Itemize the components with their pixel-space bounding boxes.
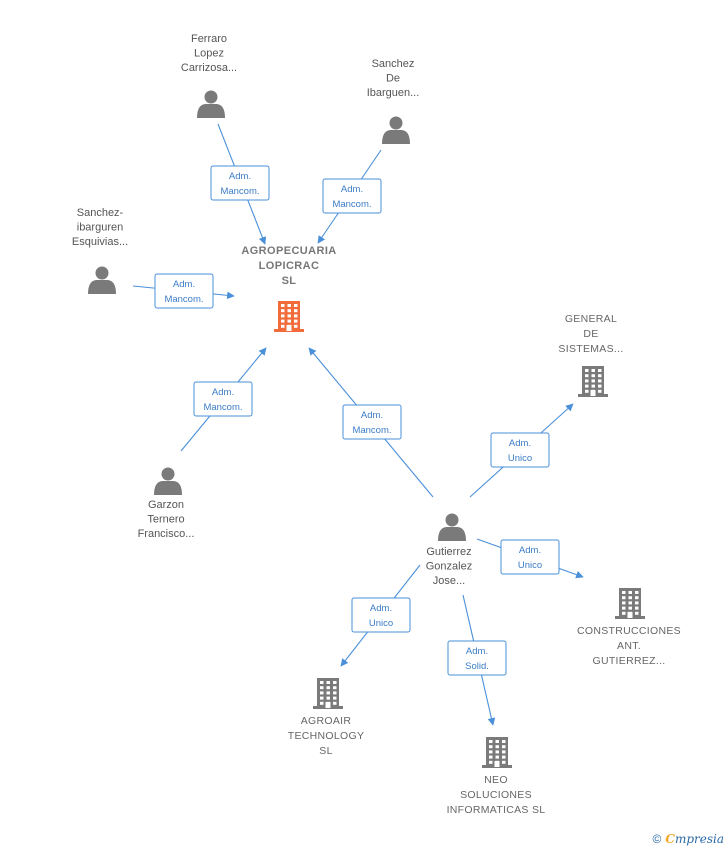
node-gutierrez[interactable]: GutierrezGonzalezJose... [426, 513, 472, 588]
node-label: Esquivias... [72, 236, 128, 248]
node-ferraro[interactable]: FerraroLopezCarrizosa... [181, 33, 237, 118]
person-icon[interactable] [154, 467, 182, 496]
building-icon[interactable] [578, 366, 608, 397]
edge-role-text: Mancom. [352, 425, 391, 436]
node-label: LOPICRAC [259, 260, 320, 272]
node-label: Lopez [194, 48, 224, 60]
node-label: Carrizosa... [181, 62, 237, 74]
edge-ferraro-to-agropecuaria[interactable]: Adm. Mancom. [210, 123, 270, 245]
nodes-layer: AGROPECUARIA LOPICRAC SL FerraroLopezCarriz… [72, 33, 681, 816]
node-label: DE [583, 328, 598, 340]
edge-gutierrez-to-neo[interactable]: Adm. Solid. [447, 594, 507, 726]
node-label: Ferraro [191, 33, 227, 45]
node-label: SL [282, 275, 297, 287]
person-icon[interactable] [382, 116, 410, 145]
edge-role-text: Adm. [212, 387, 234, 398]
node-label: Francisco... [138, 528, 195, 540]
node-label: SOLUCIONES [460, 789, 532, 801]
node-label: CONSTRUCCIONES [577, 625, 681, 637]
edge-role-label: Adm. Unico [500, 539, 560, 575]
node-label: Gutierrez [426, 546, 471, 558]
node-label: Gonzalez [426, 561, 472, 573]
node-label: Sanchez [372, 58, 415, 70]
node-label: TECHNOLOGY [288, 730, 365, 742]
node-neo[interactable]: NEO SOLUCIONES INFORMATICAS SL [447, 737, 546, 816]
node-label: De [386, 73, 400, 85]
node-garzon[interactable]: GarzonTerneroFrancisco... [138, 467, 195, 541]
edge-role-text: Solid. [465, 661, 489, 672]
person-icon[interactable] [197, 90, 225, 119]
node-label: GUTIERREZ... [592, 655, 665, 667]
edge-role-label: Adm. Solid. [447, 640, 507, 676]
node-agropecuaria[interactable]: AGROPECUARIA LOPICRAC SL [241, 245, 336, 332]
edge-role-text: Unico [369, 618, 393, 629]
edge-garzon-to-agropecuaria[interactable]: Adm. Mancom. [180, 347, 267, 452]
node-label: Garzon [148, 499, 184, 511]
brand-logo[interactable]: Cmpresia [665, 832, 724, 846]
node-construcciones[interactable]: CONSTRUCCIONES ANT. GUTIERREZ... [577, 588, 681, 667]
node-label: Jose... [433, 575, 465, 587]
edge-gutierrez-to-construcciones[interactable]: Adm. Unico [476, 538, 584, 579]
edges-layer: Adm. Mancom. Adm. Mancom. Adm. Mancom. Adm. Man… [132, 123, 584, 726]
edge-role-label: Adm. Mancom. [322, 178, 382, 214]
building-icon[interactable] [274, 301, 304, 332]
node-label: AGROPECUARIA [241, 245, 336, 257]
edge-role-text: Adm. [466, 646, 488, 657]
edge-role-text: Adm. [509, 438, 531, 449]
node-label: GENERAL [565, 313, 617, 325]
edge-role-label: Adm. Mancom. [342, 404, 402, 440]
node-label: Ternero [147, 514, 184, 526]
edge-role-text: Adm. [229, 171, 251, 182]
node-sanchez-ibarguren[interactable]: Sanchez-ibargurenEsquivias... [72, 207, 128, 294]
edge-role-label: Adm. Unico [351, 597, 411, 633]
person-icon[interactable] [438, 513, 466, 542]
edge-role-label: Adm. Mancom. [193, 381, 253, 417]
edge-role-text: Mancom. [164, 294, 203, 305]
edge-sanchez-ibarguren-to-agropecuaria[interactable]: Adm. Mancom. [132, 273, 235, 309]
brand-footer: ©Cmpresia [653, 832, 724, 846]
node-sanchez-de[interactable]: SanchezDeIbarguen... [367, 58, 420, 144]
node-label: Ibarguen... [367, 87, 420, 99]
node-label: Sanchez- [77, 207, 124, 219]
edge-role-label: Adm. Unico [490, 432, 550, 468]
building-icon[interactable] [482, 737, 512, 768]
edge-role-text: Adm. [361, 410, 383, 421]
building-icon[interactable] [313, 678, 343, 709]
edge-gutierrez-to-agropecuaria[interactable]: Adm. Mancom. [308, 347, 434, 498]
edge-role-label: Adm. Mancom. [210, 165, 270, 201]
node-general[interactable]: GENERAL DE SISTEMAS... [558, 313, 623, 397]
edge-gutierrez-to-agroair[interactable]: Adm. Unico [340, 564, 421, 667]
copyright-symbol: © [652, 832, 662, 846]
person-icon[interactable] [88, 266, 116, 295]
edge-role-text: Unico [508, 453, 532, 464]
edge-role-text: Unico [518, 560, 542, 571]
edge-role-text: Adm. [370, 603, 392, 614]
edge-gutierrez-to-general[interactable]: Adm. Unico [469, 403, 574, 498]
edge-role-text: Adm. [173, 279, 195, 290]
node-label: INFORMATICAS SL [447, 804, 546, 816]
edge-role-text: Mancom. [203, 402, 242, 413]
building-icon[interactable] [615, 588, 645, 619]
edge-role-text: Mancom. [220, 186, 259, 197]
node-label: SISTEMAS... [558, 343, 623, 355]
edge-role-label: Adm. Mancom. [154, 273, 214, 309]
edge-role-text: Adm. [341, 184, 363, 195]
node-label: SL [319, 745, 332, 757]
edge-role-text: Adm. [519, 545, 541, 556]
node-label: ANT. [617, 640, 641, 652]
node-label: ibarguren [77, 222, 123, 234]
edge-role-text: Mancom. [332, 199, 371, 210]
edge-sanchez-de-to-agropecuaria[interactable]: Adm. Mancom. [317, 149, 382, 244]
node-label: NEO [484, 774, 508, 786]
node-agroair[interactable]: AGROAIR TECHNOLOGY SL [288, 678, 365, 757]
node-label: AGROAIR [301, 715, 352, 727]
